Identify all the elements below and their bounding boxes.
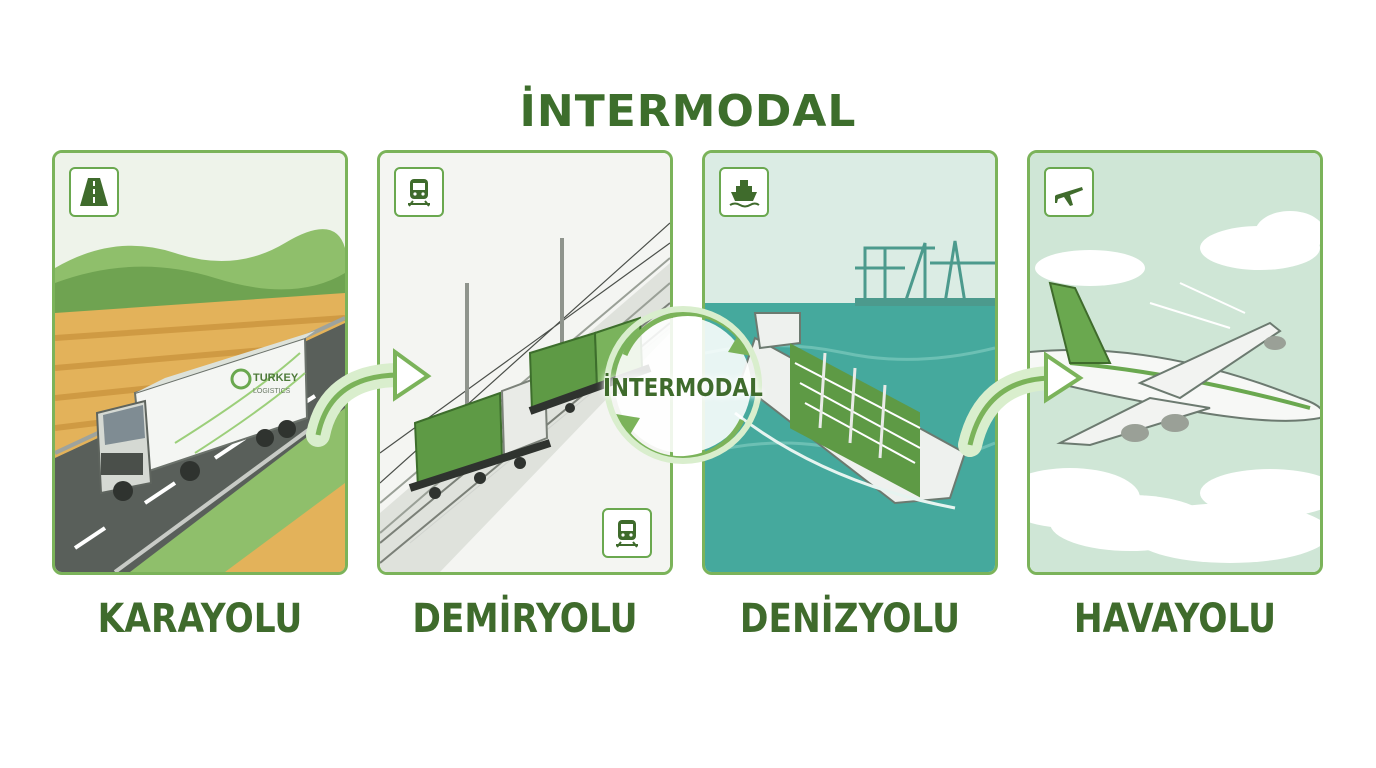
truck-brand-sub: LOGISTICS (253, 388, 291, 395)
plane-icon (1055, 187, 1083, 206)
sea-badge (719, 167, 769, 217)
road-scene: TURKEY LOGISTICS (55, 153, 345, 572)
panel-karayolu: TURKEY LOGISTICS (52, 150, 348, 575)
intermodal-hub: İNTERMODAL (593, 307, 773, 467)
plane-illustration (1030, 281, 1320, 447)
rail-badge (394, 167, 444, 217)
rail-badge-secondary (602, 508, 652, 558)
hub-label: İNTERMODAL (603, 372, 763, 402)
road-badge (69, 167, 119, 217)
train-icon (616, 520, 638, 548)
train-icon (408, 179, 430, 207)
diagram-title: İNTERMODAL (519, 86, 857, 137)
label-denizyolu: DENİZYOLU (739, 596, 961, 642)
clouds (1030, 211, 1320, 563)
panel-havayolu (1027, 150, 1323, 575)
ship-icon (729, 180, 760, 208)
air-badge (1044, 167, 1094, 217)
label-demiryolu: DEMİRYOLU (412, 596, 638, 642)
label-havayolu: HAVAYOLU (1073, 596, 1277, 642)
port-cranes (855, 240, 995, 304)
truck-illustration: TURKEY LOGISTICS (95, 331, 315, 501)
road-icon (80, 178, 108, 206)
truck-brand: TURKEY (253, 372, 299, 384)
label-karayolu: KARAYOLU (97, 596, 303, 642)
